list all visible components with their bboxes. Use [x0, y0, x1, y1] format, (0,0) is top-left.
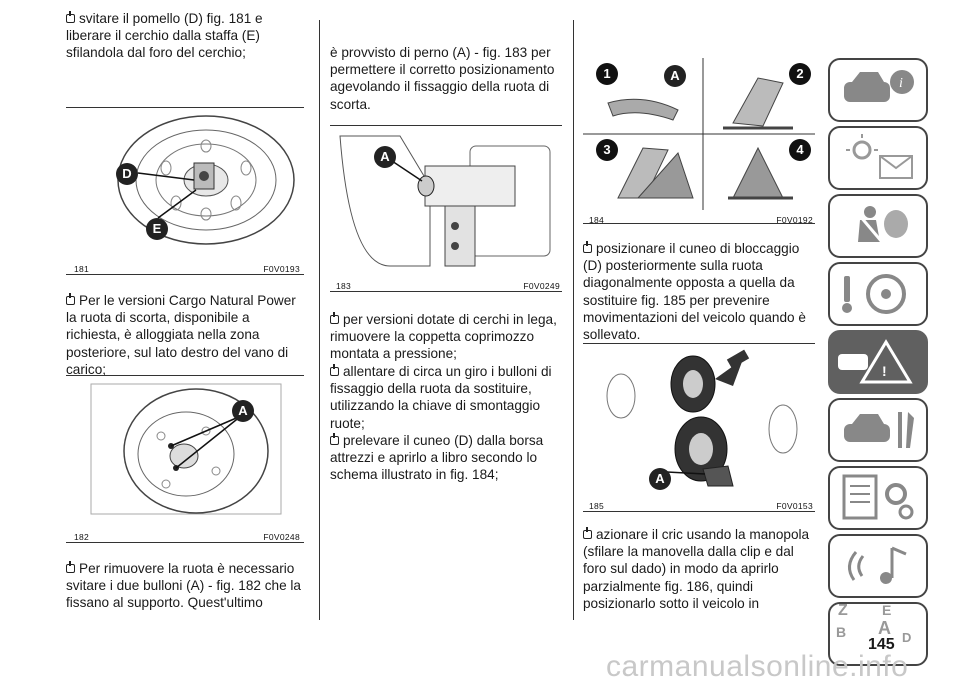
bullet-icon	[66, 561, 75, 573]
col2-paragraph-1: è provvisto di perno (A) - fig. 183 per …	[330, 45, 555, 112]
tab-driving[interactable]	[828, 262, 928, 326]
col2-paragraph-2: per versioni dotate di cerchi in lega, r…	[330, 312, 557, 362]
col3-paragraph-2: azionare il cric usando la manopola (sfi…	[583, 527, 810, 611]
callout-A: A	[664, 65, 686, 87]
bullet-icon	[330, 433, 339, 445]
step-4-badge: 4	[789, 139, 811, 161]
callout-A: A	[649, 468, 671, 490]
tab-maintenance[interactable]	[828, 398, 928, 462]
page-number: 145	[868, 636, 895, 653]
spare-wheel-cargo-illustration	[90, 383, 282, 515]
figure-code: F0V0248	[263, 532, 300, 542]
col1-paragraph-2: Per le versioni Cargo Natural Power la r…	[66, 293, 296, 377]
safety-airbag-icon	[858, 206, 908, 243]
callout-E: E	[146, 218, 168, 240]
bullet-icon	[66, 293, 75, 305]
maintenance-car-icon	[844, 412, 914, 448]
figure-code: F0V0193	[263, 264, 300, 274]
index-letter: E	[882, 602, 892, 618]
step-3-badge: 3	[596, 139, 618, 161]
figure-code: F0V0153	[776, 501, 813, 511]
steering-wheel-key-icon	[842, 274, 906, 314]
figure-185: A 185 F0V0153	[583, 343, 815, 512]
col2-paragraph-4: prelevare il cuneo (D) dalla borsa attre…	[330, 433, 544, 483]
spare-wheel-illustration	[117, 115, 295, 245]
tab-car-info[interactable]: i	[828, 58, 928, 122]
step-1-badge: 1	[596, 63, 618, 85]
index-letter: B	[836, 624, 847, 640]
bullet-icon	[583, 241, 592, 253]
technical-data-icon	[842, 474, 914, 520]
car-info-icon: i	[844, 70, 914, 102]
figure-number: 182	[74, 532, 90, 542]
figure-number: 185	[589, 501, 605, 511]
tab-emergency[interactable]: !	[828, 330, 928, 394]
col2-paragraph-3: allentare di circa un giro i bulloni di …	[330, 364, 552, 431]
figure-182: A 182 F0V0248	[66, 375, 304, 543]
figure-number: 181	[74, 264, 90, 274]
bullet-icon	[66, 11, 75, 23]
column-divider	[573, 20, 574, 620]
col1-paragraph-3: Per rimuovere la ruota è necessario svit…	[66, 561, 301, 611]
figure-number: 183	[336, 281, 352, 291]
figure-181: D E 181 F0V0193	[66, 107, 304, 275]
figure-code: F0V0249	[523, 281, 560, 291]
callout-A: A	[232, 400, 254, 422]
emergency-triangle-icon: !	[838, 339, 913, 384]
col1-paragraph-1: svitare il pomello (D) fig. 181 e libera…	[66, 11, 263, 61]
index-letter: Z	[838, 602, 848, 619]
svg-text:!: !	[882, 363, 887, 379]
tab-index[interactable]: Z E B A D	[828, 602, 928, 666]
index-letter: D	[902, 630, 912, 645]
step-2-badge: 2	[789, 63, 811, 85]
tab-multimedia[interactable]	[828, 534, 928, 598]
col3-paragraph-1: posizionare il cuneo di bloccaggio (D) p…	[583, 241, 806, 343]
column-divider	[319, 20, 320, 620]
wheel-chock-illustration	[606, 349, 798, 487]
svg-text:i: i	[899, 76, 903, 91]
bullet-icon	[330, 364, 339, 376]
tab-safety[interactable]	[828, 194, 928, 258]
index-letters-icon: Z E B A D	[830, 602, 926, 664]
callout-A: A	[374, 146, 396, 168]
index-letter: A	[878, 618, 891, 638]
callout-D: D	[116, 163, 138, 185]
warning-lights-icon	[846, 134, 913, 179]
watermark: carmanualsonline.info	[606, 650, 909, 683]
bullet-icon	[583, 527, 592, 539]
multimedia-icon	[848, 546, 907, 584]
tab-technical-data[interactable]	[828, 466, 928, 530]
figure-code: F0V0192	[776, 215, 813, 225]
bullet-icon	[330, 312, 339, 324]
figure-184: 1 2 3 4 A 184 F0V0192	[583, 58, 815, 225]
wedge-steps-illustration	[583, 58, 815, 210]
figure-number: 184	[589, 215, 605, 225]
figure-183: A 183 F0V0249	[330, 125, 562, 292]
tab-warning-lights[interactable]	[828, 126, 928, 190]
mounting-pin-illustration	[339, 135, 551, 267]
